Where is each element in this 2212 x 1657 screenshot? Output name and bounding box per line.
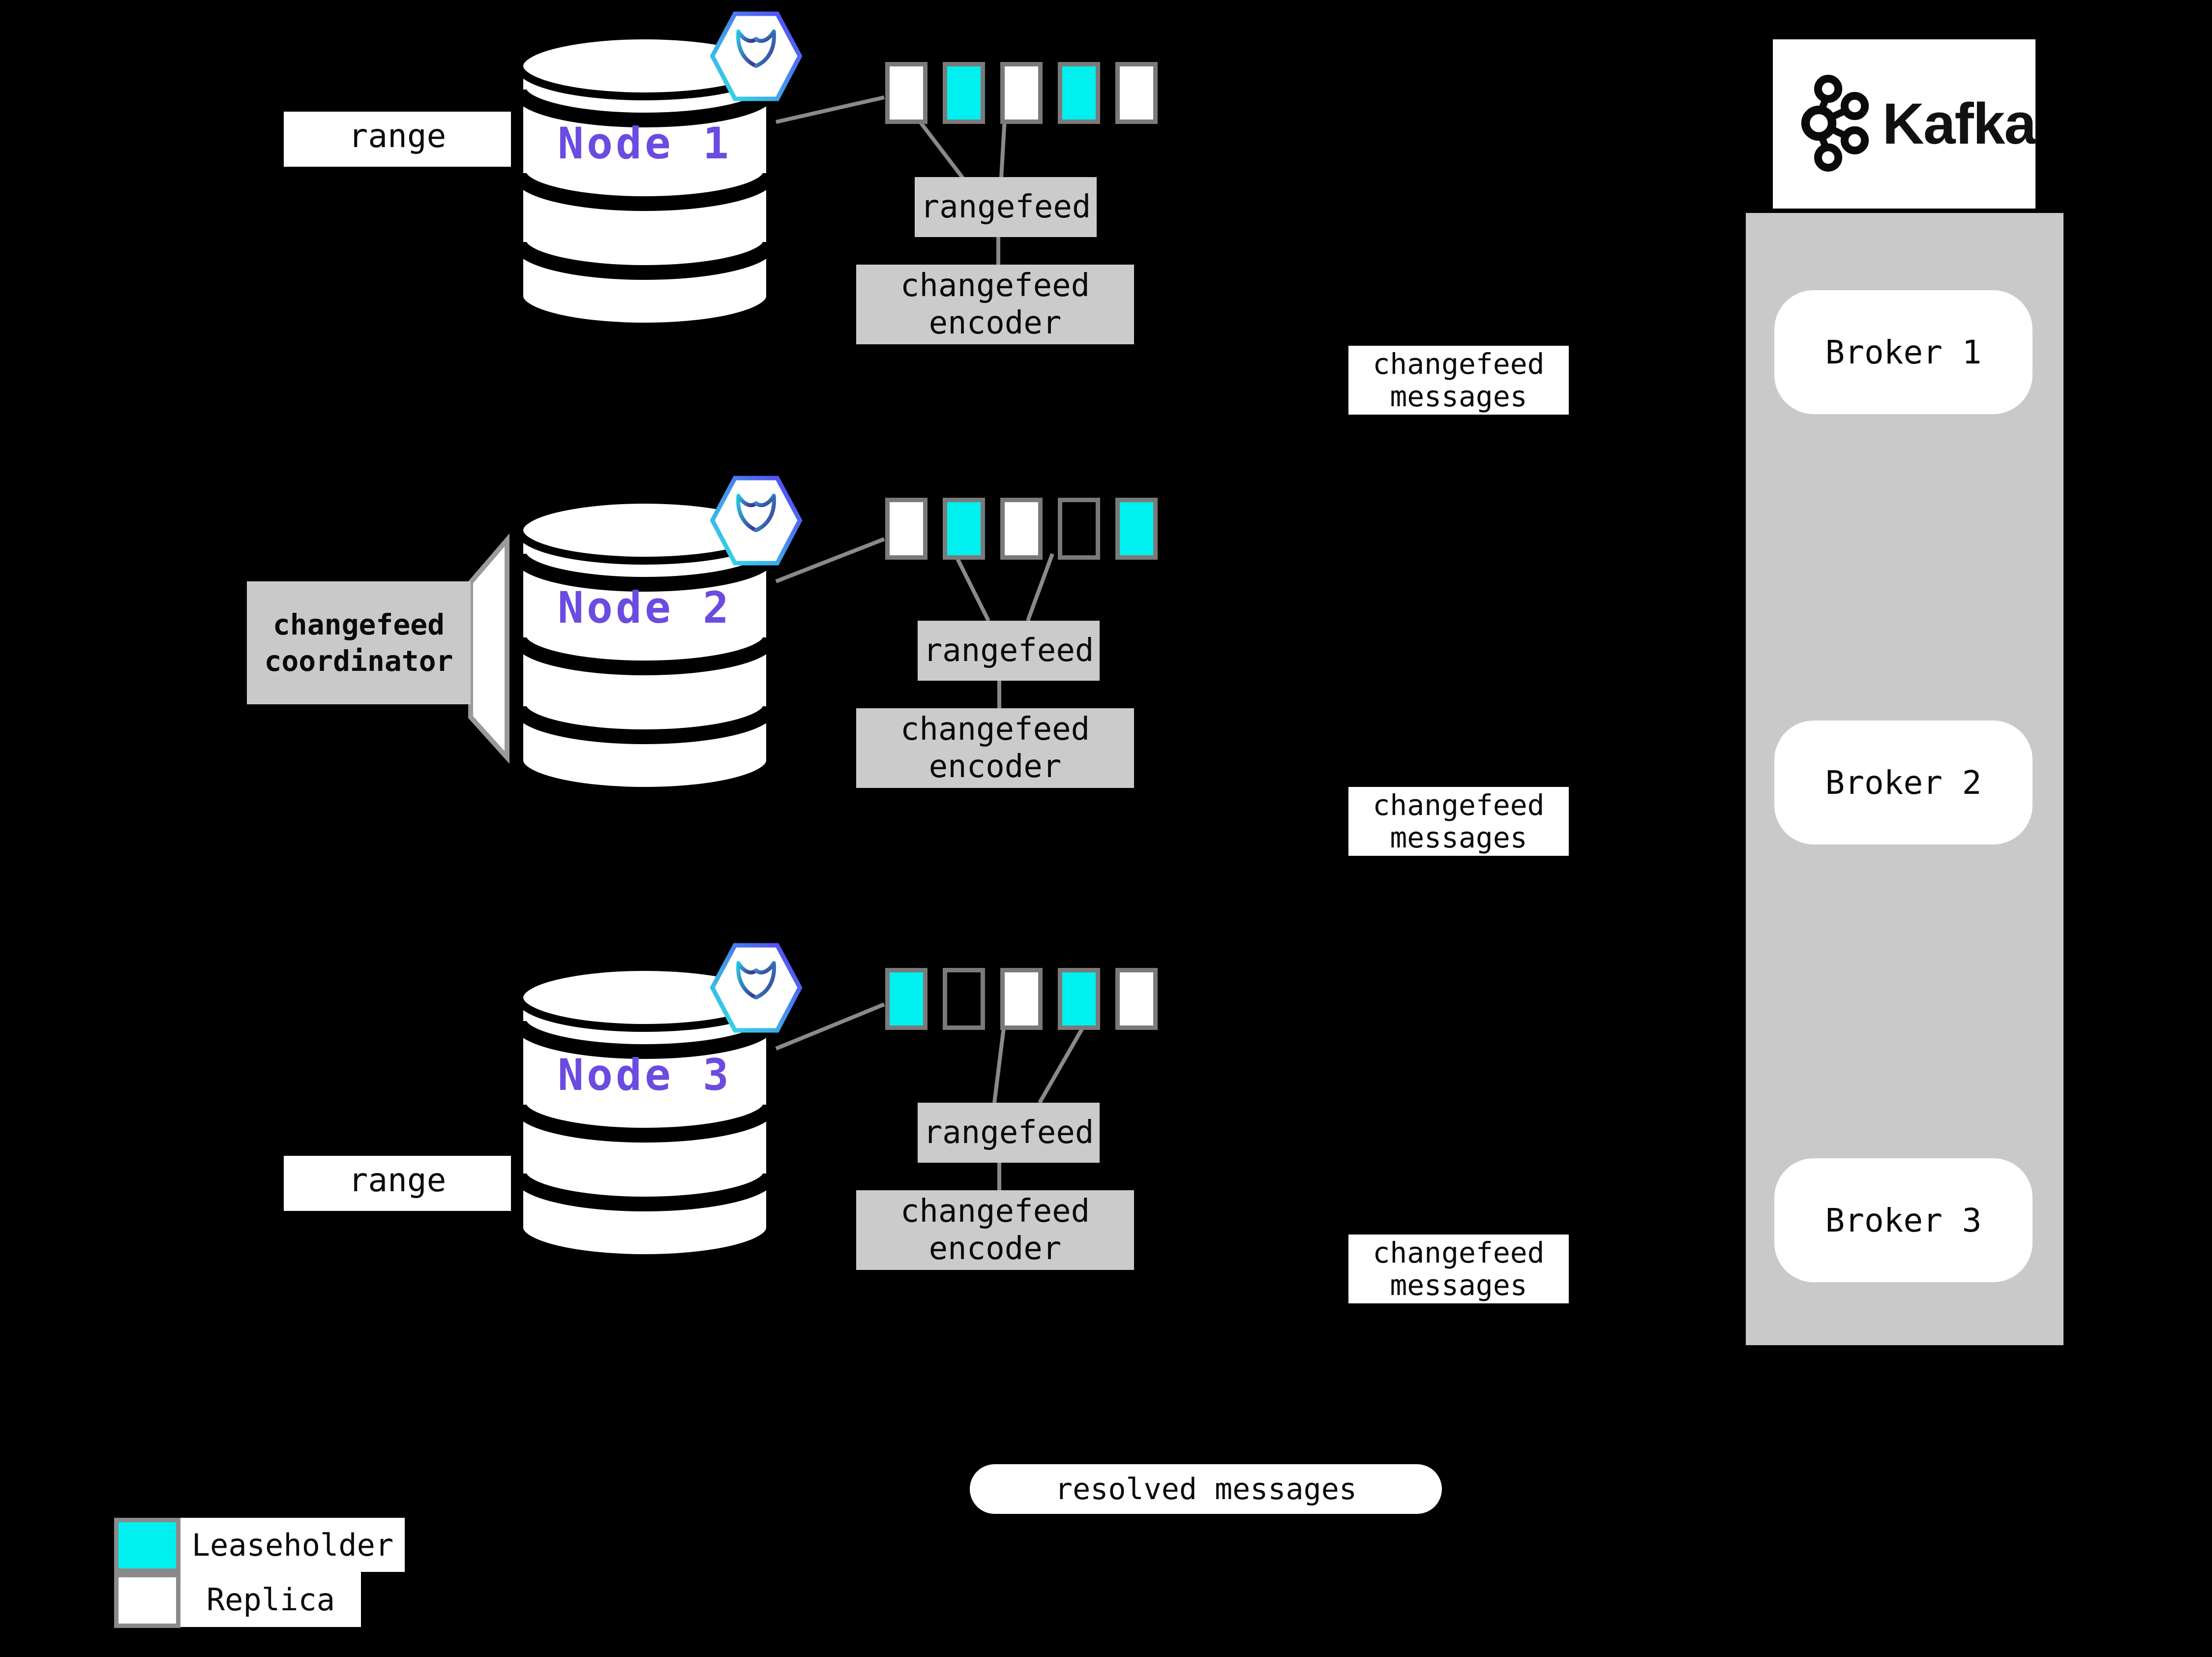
- kafka-title: Kafka: [1882, 91, 2036, 156]
- coordinator-callout: [468, 533, 509, 764]
- range-checkpoints-label: range checkpoints: [284, 112, 511, 167]
- changefeed-encoder-box: changefeed encoder: [856, 708, 1134, 788]
- cockroachdb-icon: [710, 943, 803, 1033]
- range-leaseholder: [1058, 62, 1100, 124]
- range-replica: [885, 62, 927, 124]
- range-checkpoints-label: range checkpoints: [284, 1156, 511, 1211]
- changefeed-messages-label: changefeed messages: [1348, 346, 1569, 415]
- database-cylinder: [515, 496, 774, 795]
- range-replica: [1000, 498, 1043, 560]
- kafka-logo-box: Kafka: [1773, 39, 2036, 209]
- legend-replica-swatch: [114, 1573, 180, 1628]
- database-cylinder: [515, 31, 774, 331]
- range-replica: [1115, 62, 1158, 124]
- range-replica: [1000, 968, 1043, 1030]
- node-title: Node 2: [558, 582, 732, 633]
- range-empty: [943, 968, 985, 1030]
- changefeed-messages-label: changefeed messages: [1348, 787, 1569, 856]
- ranges-row: [885, 498, 1158, 560]
- rangefeed-box: rangefeed: [915, 177, 1097, 237]
- legend-replica-label: Replica: [180, 1572, 361, 1627]
- range-replica: [1000, 62, 1043, 124]
- legend-leaseholder-swatch: [114, 1518, 180, 1573]
- resolved-messages-label: resolved messages: [970, 1464, 1442, 1514]
- changefeed-encoder-box: changefeed encoder: [856, 1190, 1134, 1270]
- range-replica: [885, 498, 927, 560]
- range-leaseholder: [943, 498, 985, 560]
- broker-item: Broker 2: [1774, 721, 2033, 844]
- broker-item: Broker 1: [1774, 290, 2033, 414]
- changefeed-coordinator-label: changefeed coordinator: [247, 581, 471, 704]
- cockroachdb-icon: [710, 476, 803, 566]
- kafka-broker-container: Broker 1 Broker 2 Broker 3: [1746, 213, 2063, 1345]
- changefeed-messages-label: changefeed messages: [1348, 1235, 1569, 1303]
- broker-item: Broker 3: [1774, 1158, 2033, 1282]
- range-leaseholder: [943, 62, 985, 124]
- kafka-icon: [1801, 74, 1869, 172]
- rangefeed-box: rangefeed: [918, 1103, 1100, 1163]
- node-title: Node 1: [558, 118, 732, 169]
- ranges-row: [885, 968, 1158, 1030]
- range-leaseholder: [1058, 968, 1100, 1030]
- ranges-row: [885, 62, 1158, 124]
- database-cylinder: [515, 963, 774, 1262]
- rangefeed-box: rangefeed: [918, 621, 1100, 681]
- changefeed-encoder-box: changefeed encoder: [856, 265, 1134, 344]
- range-replica: [1115, 968, 1158, 1030]
- range-leaseholder: [1115, 498, 1158, 560]
- arrow-head: [232, 635, 248, 649]
- node-title: Node 3: [558, 1050, 732, 1100]
- cockroachdb-icon: [710, 11, 803, 101]
- range-leaseholder: [885, 968, 927, 1030]
- legend-leaseholder-label: Leaseholder: [180, 1518, 405, 1572]
- range-empty: [1058, 498, 1100, 560]
